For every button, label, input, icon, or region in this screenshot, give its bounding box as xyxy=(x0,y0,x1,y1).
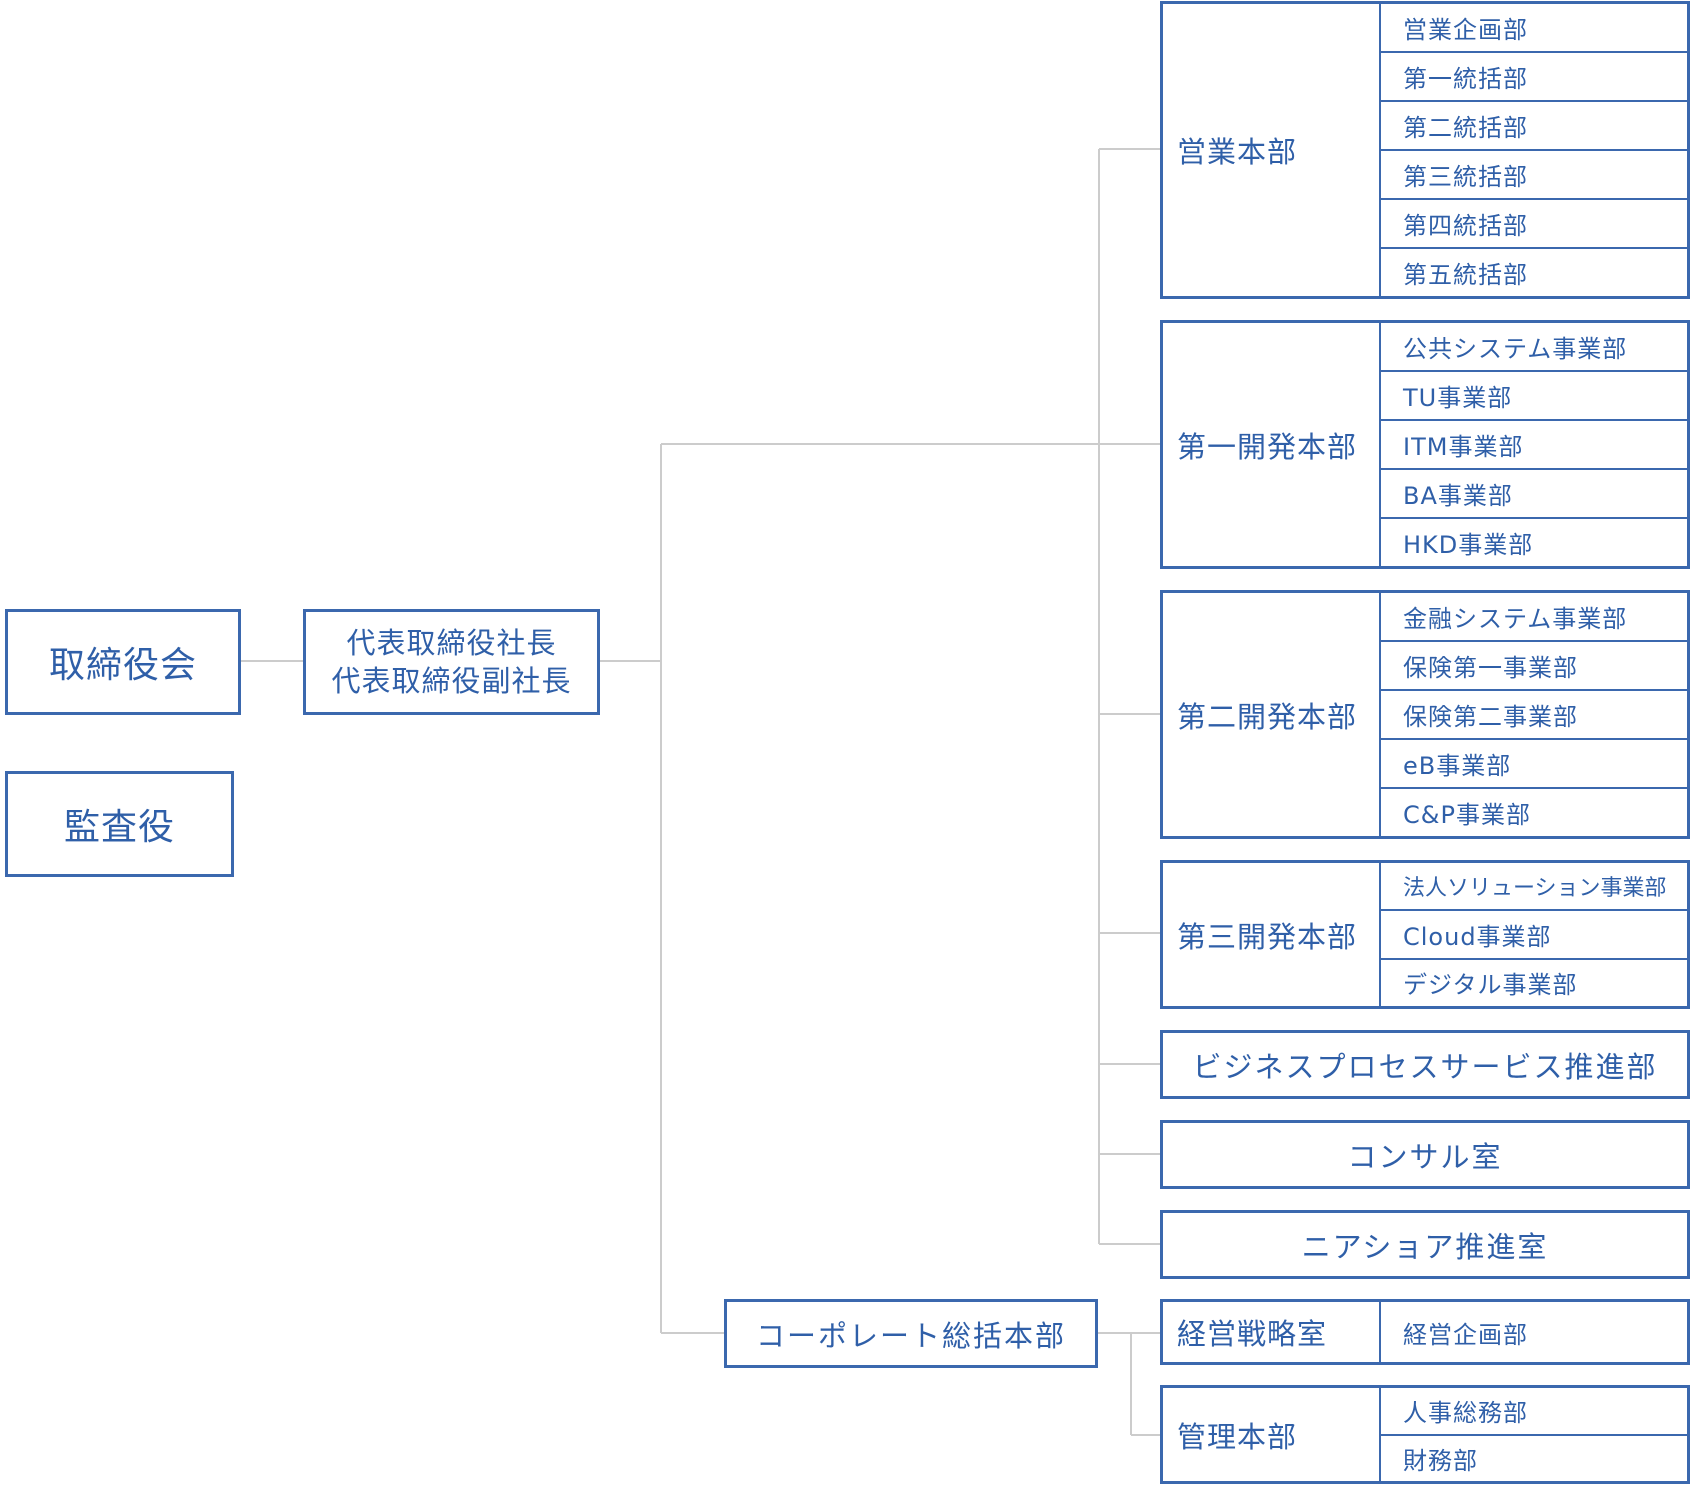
department-item: 財務部 xyxy=(1403,1446,1478,1475)
department-item: 第五統括部 xyxy=(1403,261,1528,289)
dev2-hq-departments: 金融システム事業部 保険第一事業部 保険第二事業部 eB事業部 C&P事業部 xyxy=(1381,593,1687,836)
department-item: ITM事業部 xyxy=(1381,421,1687,470)
department-item: 経営企画部 xyxy=(1403,1320,1528,1349)
department-item: 第一統括部 xyxy=(1381,53,1687,102)
department-item: 保険第一事業部 xyxy=(1381,642,1687,691)
department-item: 第四統括部 xyxy=(1381,200,1687,249)
dev3-hq-departments: 法人ソリューション事業部 Cloud事業部 デジタル事業部 xyxy=(1381,863,1687,1006)
president-box: 代表取締役社長 代表取締役副社長 xyxy=(303,609,600,715)
department-item: BA事業部 xyxy=(1381,470,1687,519)
corporate-hq-box: コーポレート総括本部 xyxy=(724,1299,1098,1368)
dev3-hq-box: 第三開発本部 法人ソリューション事業部 Cloud事業部 デジタル事業部 xyxy=(1160,860,1690,1009)
department-item: HKD事業部 xyxy=(1403,531,1534,559)
board-of-directors-box: 取締役会 xyxy=(5,609,241,715)
bps-box: ビジネスプロセスサービス推進部 xyxy=(1160,1030,1690,1099)
admin-hq-departments: 人事総務部 財務部 xyxy=(1381,1388,1687,1481)
department-item: 営業企画部 xyxy=(1381,4,1687,53)
president-line1: 代表取締役社長 xyxy=(346,626,557,660)
sales-hq-name: 営業本部 xyxy=(1163,4,1381,296)
corporate-label: コーポレート総括本部 xyxy=(755,1318,1066,1353)
department-item: Cloud事業部 xyxy=(1381,911,1687,960)
department-item: C&P事業部 xyxy=(1403,801,1531,829)
dev1-hq-box: 第一開発本部 公共システム事業部 TU事業部 ITM事業部 BA事業部 HKD事… xyxy=(1160,320,1690,569)
dev2-hq-name: 第二開発本部 xyxy=(1163,593,1381,836)
admin-hq-box: 管理本部 人事総務部 財務部 xyxy=(1160,1385,1690,1484)
president-line2: 代表取締役副社長 xyxy=(331,664,572,698)
board-label: 取締役会 xyxy=(48,645,197,686)
sales-hq-departments: 営業企画部 第一統括部 第二統括部 第三統括部 第四統括部 第五統括部 xyxy=(1381,4,1687,296)
department-item: 保険第二事業部 xyxy=(1381,691,1687,740)
department-item: 公共システム事業部 xyxy=(1381,323,1687,372)
nearshore-box: ニアショア推進室 xyxy=(1160,1210,1690,1279)
auditor-box: 監査役 xyxy=(5,771,234,877)
dev2-hq-box: 第二開発本部 金融システム事業部 保険第一事業部 保険第二事業部 eB事業部 C… xyxy=(1160,590,1690,839)
strategy-name: 経営戦略室 xyxy=(1163,1302,1381,1362)
auditor-label: 監査役 xyxy=(63,807,175,848)
consul-box: コンサル室 xyxy=(1160,1120,1690,1189)
department-item: eB事業部 xyxy=(1381,740,1687,789)
admin-hq-name: 管理本部 xyxy=(1163,1388,1381,1481)
dev1-hq-departments: 公共システム事業部 TU事業部 ITM事業部 BA事業部 HKD事業部 xyxy=(1381,323,1687,566)
department-item: デジタル事業部 xyxy=(1403,971,1578,1000)
sales-hq-box: 営業本部 営業企画部 第一統括部 第二統括部 第三統括部 第四統括部 第五統括部 xyxy=(1160,1,1690,299)
dev3-hq-name: 第三開発本部 xyxy=(1163,863,1381,1006)
department-item: 第三統括部 xyxy=(1381,151,1687,200)
bps-label: ビジネスプロセスサービス推進部 xyxy=(1192,1049,1658,1084)
department-item: 人事総務部 xyxy=(1381,1388,1687,1436)
department-item: 法人ソリューション事業部 xyxy=(1381,863,1687,912)
department-item: TU事業部 xyxy=(1381,372,1687,421)
consul-label: コンサル室 xyxy=(1347,1139,1503,1174)
department-item: 第二統括部 xyxy=(1381,102,1687,151)
dev1-hq-name: 第一開発本部 xyxy=(1163,323,1381,566)
strategy-departments: 経営企画部 xyxy=(1381,1302,1687,1362)
strategy-office-box: 経営戦略室 経営企画部 xyxy=(1160,1299,1690,1365)
department-item: 金融システム事業部 xyxy=(1381,593,1687,642)
nearshore-label: ニアショア推進室 xyxy=(1301,1229,1549,1264)
